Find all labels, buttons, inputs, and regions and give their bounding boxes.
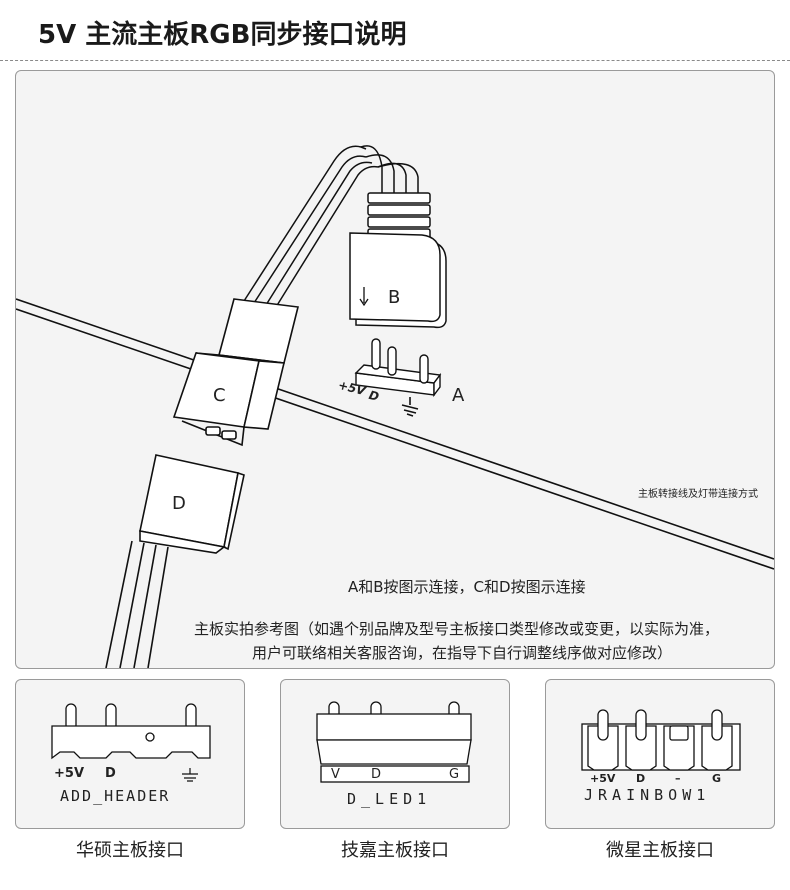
- msi-caption: 微星主板接口: [606, 840, 714, 861]
- msi-header-name: JRAINBOW1: [584, 786, 711, 804]
- instruction-line-1: A和B按图示连接，C和D按图示连接: [348, 578, 586, 596]
- pin-header-a: [354, 338, 442, 398]
- msi-header-diagram: [581, 709, 741, 771]
- label-a: A: [452, 385, 465, 406]
- asus-header-diagram: [51, 703, 211, 782]
- connector-c: [172, 298, 299, 447]
- instruction-line-2: 主板实拍参考图（如遇个别品牌及型号主板接口类型修改或变更，以实际为准，: [194, 620, 720, 638]
- asus-header-box: +5V D ADD_HEADER: [15, 679, 245, 829]
- label-b: B: [388, 287, 401, 308]
- connector-b: [349, 192, 447, 329]
- connection-diagram-panel: B A C D +5V D 主板转接线及灯带连接方式 A和B按图示连接，C和D按…: [15, 70, 775, 669]
- side-note: 主板转接线及灯带连接方式: [638, 489, 758, 500]
- asus-pin-d: D: [105, 766, 116, 781]
- gigabyte-header-name: D_LED1: [347, 790, 432, 808]
- connector-d: [105, 454, 245, 668]
- gigabyte-caption: 技嘉主板接口: [341, 840, 449, 861]
- asus-caption: 华硕主板接口: [76, 840, 184, 861]
- msi-header-box: +5V D – G JRAINBOW1: [545, 679, 775, 829]
- gigabyte-pin-d: D: [371, 767, 382, 782]
- msi-pin-d: D: [636, 772, 646, 785]
- gigabyte-pin-g: G: [449, 767, 460, 782]
- connection-diagram: [16, 145, 774, 668]
- page-title: 5V 主流主板RGB同步接口说明: [38, 20, 407, 50]
- asus-pin-plus5v: +5V: [54, 766, 84, 781]
- cable-c-to-b: [243, 145, 379, 308]
- instruction-line-3: 用户可联络相关客服咨询，在指导下自行调整线序做对应修改）: [252, 644, 673, 662]
- gigabyte-header-diagram: [316, 701, 472, 783]
- msi-pin-g: G: [712, 772, 722, 785]
- msi-pin-dash: –: [675, 772, 681, 785]
- asus-header-name: ADD_HEADER: [60, 787, 171, 805]
- dashed-divider: [0, 60, 790, 61]
- msi-pin-plus5v: +5V: [590, 772, 616, 785]
- label-d: D: [172, 493, 186, 514]
- gigabyte-header-box: V D G D_LED1: [280, 679, 510, 829]
- label-c: C: [213, 385, 226, 406]
- gigabyte-pin-v: V: [331, 767, 340, 782]
